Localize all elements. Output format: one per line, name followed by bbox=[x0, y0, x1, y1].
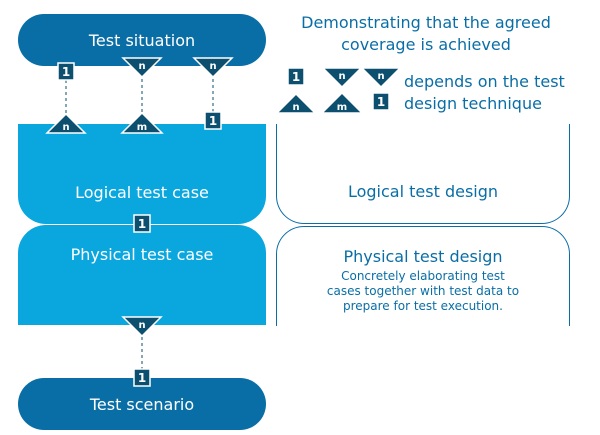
svg-text:m: m bbox=[337, 102, 347, 113]
physical-test-design-title: Physical test design bbox=[343, 247, 503, 266]
svg-text:n: n bbox=[138, 61, 145, 72]
legend-text: depends on the test design technique bbox=[404, 72, 565, 113]
n-up-triangle-symbol: n bbox=[45, 112, 87, 134]
legend-n-down-triangle: n bbox=[321, 67, 363, 89]
svg-text:1: 1 bbox=[138, 217, 146, 231]
svg-text:1: 1 bbox=[292, 70, 300, 84]
svg-text:1: 1 bbox=[138, 371, 146, 385]
legend-m-up-triangle: m bbox=[320, 91, 364, 114]
one-square-symbol-3: 1 bbox=[133, 214, 151, 233]
svg-text:n: n bbox=[209, 61, 216, 72]
coverage-note: Demonstrating that the agreed coverage i… bbox=[301, 13, 551, 54]
m-up-triangle-symbol: m bbox=[120, 111, 164, 134]
one-square-symbol-4: 1 bbox=[133, 368, 151, 387]
svg-text:1: 1 bbox=[377, 95, 385, 109]
legend-one-square: 1 bbox=[287, 67, 305, 86]
one-square-symbol-2: 1 bbox=[204, 111, 222, 130]
one-label: 1 bbox=[62, 65, 70, 79]
legend-one-square-2: 1 bbox=[372, 92, 390, 111]
one-square-symbol: 1 bbox=[57, 62, 75, 81]
test-scenario-node: Test scenario bbox=[18, 378, 266, 430]
n-down-triangle-symbol-2: n bbox=[192, 57, 234, 79]
svg-text:m: m bbox=[137, 122, 147, 133]
svg-text:n: n bbox=[62, 122, 69, 133]
physical-test-design-description: Concretely elaborating test cases togeth… bbox=[326, 269, 520, 313]
svg-text:n: n bbox=[138, 320, 145, 331]
svg-text:n: n bbox=[377, 71, 384, 82]
physical-test-case-label: Physical test case bbox=[70, 245, 214, 264]
svg-text:1: 1 bbox=[209, 114, 217, 128]
physical-test-design-box: Physical test design Concretely elaborat… bbox=[276, 226, 570, 326]
legend-n-up-triangle: n bbox=[275, 92, 317, 114]
logical-test-case-box: Logical test case bbox=[18, 124, 266, 224]
n-down-triangle-symbol: n bbox=[121, 57, 163, 79]
test-situation-label: Test situation bbox=[88, 30, 196, 50]
physical-test-case-box: Physical test case bbox=[18, 225, 266, 325]
legend-n-down-triangle-2: n bbox=[360, 67, 402, 89]
logical-test-case-label: Logical test case bbox=[75, 183, 209, 202]
n-down-triangle-symbol-3: n bbox=[121, 316, 163, 338]
svg-text:n: n bbox=[292, 102, 299, 113]
logical-test-design-box: Logical test design bbox=[276, 124, 570, 224]
logical-test-design-label: Logical test design bbox=[347, 182, 499, 201]
test-scenario-label: Test scenario bbox=[89, 394, 195, 414]
svg-text:n: n bbox=[338, 71, 345, 82]
